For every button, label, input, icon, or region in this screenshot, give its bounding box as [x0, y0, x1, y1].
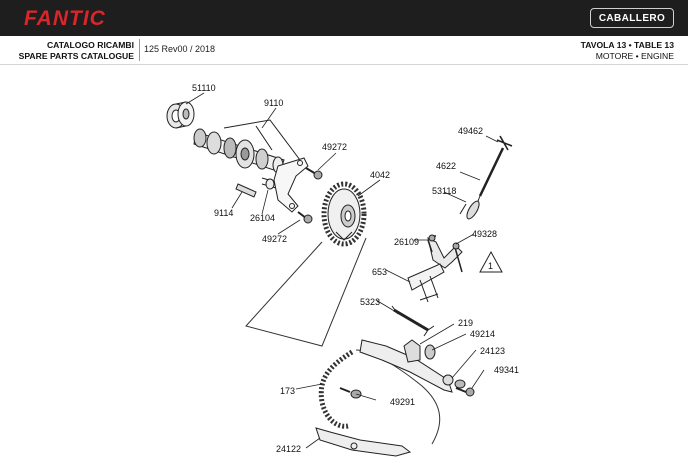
table-section: MOTORE • ENGINE: [595, 50, 674, 61]
label-9114: 9114: [214, 208, 233, 218]
callout-number: 1: [488, 261, 493, 271]
label-5323: 5323: [360, 297, 380, 307]
screw-drawing: [297, 167, 323, 224]
header-divider: [139, 39, 140, 61]
chain-guide-lower: [315, 427, 412, 457]
subheader: [0, 36, 688, 65]
label-173: 173: [280, 386, 295, 396]
label-49291: 49291: [390, 397, 415, 407]
label-4042: 4042: [370, 170, 390, 180]
label-49214: 49214: [470, 329, 495, 339]
label-4622: 4622: [436, 161, 456, 171]
catalog-title-it: CATALOGO RICAMBI: [46, 40, 134, 50]
label-219: 219: [458, 318, 473, 328]
sprocket-drawing: [321, 181, 367, 247]
tensioner-slider: [359, 339, 466, 393]
table-title: TAVOLA 13 • TABLE 13 MOTORE • ENGINE: [581, 40, 674, 61]
fantic-logo: FANTIC: [24, 7, 106, 30]
label-49328: 49328: [472, 229, 497, 239]
label-26109: 26109: [394, 237, 419, 247]
camshaft-drawing: [193, 119, 301, 174]
catalog-title: CATALOGO RICAMBI SPARE PARTS CATALOGUE: [14, 40, 134, 61]
label-49272-lower: 49272: [262, 234, 287, 244]
exploded-diagram: 51110 9110 49272 4042 9114 26104 49272 4…: [166, 83, 519, 457]
header-bar: FANTIC CABALLERO: [0, 0, 688, 36]
bracket-drawing: [273, 157, 309, 213]
callout-triangle: [479, 250, 503, 273]
valve-drawing: [459, 135, 513, 220]
part-labels: 51110 9110 49272 4042 9114 26104 49272 4…: [192, 83, 519, 454]
tensioner-rod: [391, 305, 435, 337]
revision-label: 125 Rev00 / 2018: [144, 44, 216, 54]
label-24123: 24123: [480, 346, 505, 356]
label-49272-upper: 49272: [322, 142, 347, 152]
label-49462: 49462: [458, 126, 483, 136]
leader-lines: [185, 92, 499, 449]
label-653: 653: [372, 267, 387, 277]
pin-drawing: [235, 177, 277, 198]
brand-logo-text: FANTIC: [24, 7, 106, 30]
label-53118: 53118: [432, 186, 456, 196]
bolt-drawing: [339, 387, 475, 399]
label-9110: 9110: [264, 98, 283, 108]
label-26104: 26104: [250, 213, 275, 223]
chain-guide-upper: [407, 234, 463, 303]
label-24122: 24122: [276, 444, 301, 454]
model-badge: CABALLERO: [590, 8, 674, 28]
label-51110: 51110: [192, 83, 216, 93]
bearing-drawing: [166, 101, 195, 129]
label-49341: 49341: [494, 365, 519, 375]
table-number: TAVOLA 13 • TABLE 13: [580, 40, 674, 50]
catalog-title-en: SPARE PARTS CATALOGUE: [18, 50, 134, 61]
